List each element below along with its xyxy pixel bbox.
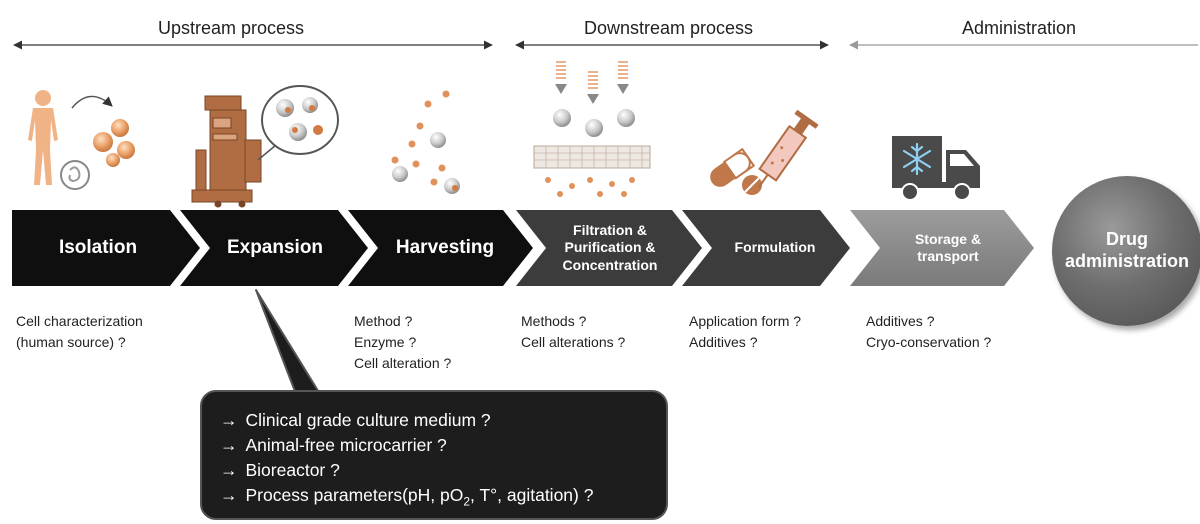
- note-storage-line2: Cryo-conservation ?: [866, 334, 992, 350]
- drug-administration-line2: administration: [1064, 251, 1189, 271]
- callout-subscript: 2: [463, 494, 471, 509]
- administration-title: Administration: [962, 18, 1077, 38]
- snowflake-icon: [902, 142, 932, 176]
- note-storage-line1: Additives ?: [866, 313, 935, 329]
- callout-item: → Process parameters(pH, pO2, T°, agitati…: [220, 483, 666, 515]
- step-filtration-line2: Purification &: [564, 239, 656, 256]
- step-isolation-label: Isolation: [58, 237, 138, 259]
- note-formulation-line1: Application form ?: [689, 313, 802, 329]
- callout-item-text: Clinical grade culture medium ?: [245, 410, 491, 430]
- step-storage-label: Storage & transport: [880, 210, 1016, 286]
- step-filtration-label: Filtration & Purification & Concentratio…: [540, 210, 680, 286]
- chevron-filtration: [516, 210, 702, 286]
- downstream-title: Downstream process: [584, 18, 754, 38]
- cell-cluster-icon: [93, 119, 135, 167]
- step-formulation-label: Formulation: [734, 239, 816, 256]
- drug-administration-line1: Drug: [1106, 229, 1148, 250]
- note-isolation-line1: Cell characterization: [16, 313, 143, 329]
- callout-item-text: Animal-free microcarrier ?: [245, 435, 447, 455]
- arrow-right-icon: →: [220, 485, 238, 505]
- callout-item-text-suffix: , T°, agitation) ?: [470, 485, 594, 505]
- embryo-icon: [60, 160, 90, 190]
- arrow-right-icon: →: [220, 435, 238, 455]
- note-filtration: Methods ? Cell alterations ?: [521, 311, 625, 353]
- syringe-icon: [757, 109, 819, 189]
- chevron-storage: [850, 210, 1034, 286]
- note-filtration-line1: Methods ?: [521, 313, 587, 329]
- note-harvesting-line1: Method ?: [354, 313, 413, 329]
- step-filtration-line1: Filtration &: [573, 221, 647, 238]
- callout-item: → Bioreactor ?: [220, 458, 666, 483]
- drug-administration-circle: Drug administration: [1052, 176, 1200, 326]
- filter-mesh-icon: [533, 61, 651, 197]
- refrigerated-truck-icon: [892, 136, 980, 201]
- note-formulation-line2: Additives ?: [689, 334, 758, 350]
- step-harvesting-label: Harvesting: [395, 237, 495, 259]
- pill-capsule-icon: [710, 147, 762, 195]
- callout-item-text-prefix: Process parameters(pH, pO: [245, 485, 464, 505]
- arrow-right-icon: →: [220, 460, 238, 480]
- step-expansion-label: Expansion: [226, 237, 324, 259]
- step-storage-line1: Storage &: [914, 230, 982, 247]
- chevron-formulation: [682, 210, 850, 286]
- note-harvesting: Method ? Enzyme ? Cell alteration ?: [354, 311, 451, 374]
- bioreactor-icon: [191, 95, 262, 208]
- expansion-callout: → Clinical grade culture medium ? → Animal…: [200, 390, 668, 520]
- step-storage-line2: transport: [917, 248, 979, 264]
- callout-item: → Animal-free microcarrier ?: [220, 433, 666, 458]
- arrow-right-icon: →: [220, 410, 238, 430]
- chevron-harvesting: [348, 210, 533, 286]
- note-formulation: Application form ? Additives ?: [689, 311, 801, 353]
- isolation-curve-arrow: [71, 95, 113, 109]
- magnifier-bubble-icon: [257, 85, 339, 161]
- chevron-expansion: [180, 210, 368, 286]
- note-isolation-line2: (human source) ?: [16, 334, 126, 350]
- note-storage: Additives ? Cryo-conservation ?: [866, 311, 991, 353]
- callout-item-text: Bioreactor ?: [245, 460, 340, 480]
- callout-item: → Clinical grade culture medium ?: [220, 408, 666, 433]
- step-filtration-line3: Concentration: [562, 256, 658, 273]
- human-figure-icon: [28, 90, 58, 185]
- note-harvesting-line2: Enzyme ?: [354, 334, 417, 350]
- note-filtration-line2: Cell alterations ?: [521, 334, 626, 350]
- scattered-cells-icon: [391, 90, 460, 194]
- note-isolation: Cell characterization (human source) ?: [16, 311, 143, 353]
- upstream-title: Upstream process: [158, 18, 305, 38]
- chevron-isolation: [12, 210, 200, 286]
- note-harvesting-line3: Cell alteration ?: [354, 355, 452, 371]
- callout-pointer: [255, 289, 321, 395]
